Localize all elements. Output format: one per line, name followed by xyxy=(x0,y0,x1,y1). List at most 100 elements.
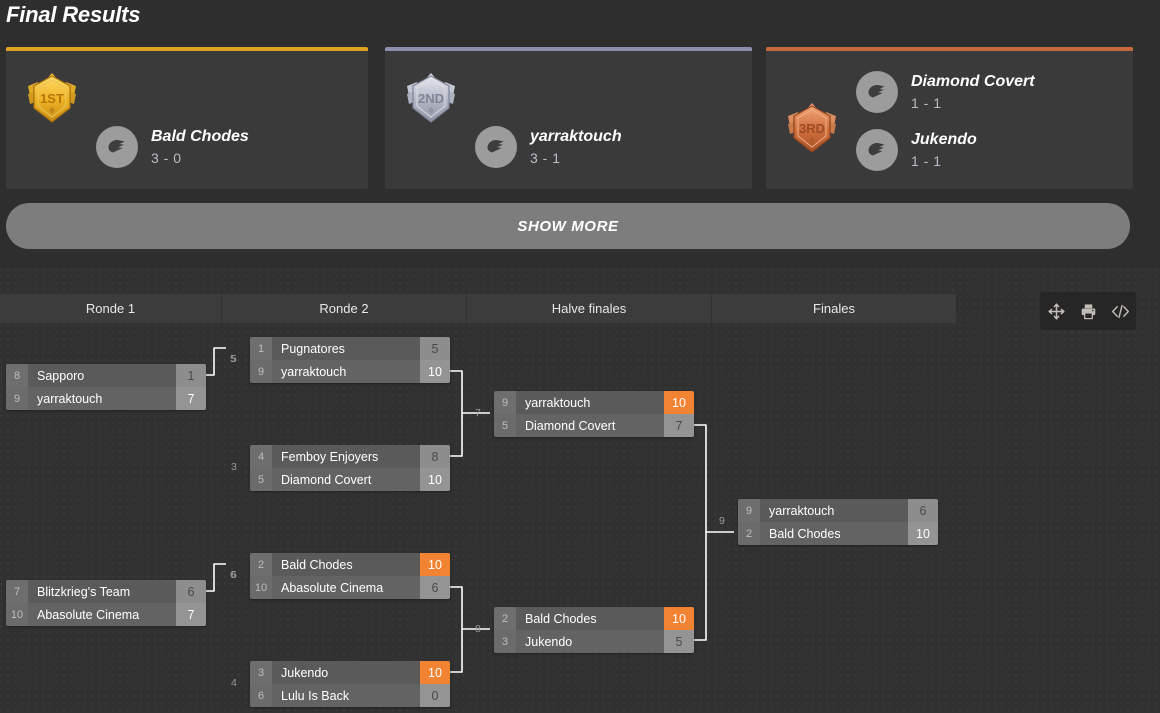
round-tab-finales[interactable]: Finales xyxy=(712,294,956,323)
team-name: Bald Chodes xyxy=(151,127,249,145)
score: 10 xyxy=(420,661,450,684)
match-number: 4 xyxy=(231,677,237,689)
score: 10 xyxy=(420,468,450,491)
move-icon[interactable] xyxy=(1044,299,1068,323)
participant-name: Jukendo xyxy=(272,661,420,684)
score: 6 xyxy=(176,580,206,603)
round-tab-ronde-2[interactable]: Ronde 2 xyxy=(222,294,467,323)
match-row[interactable]: 1 Pugnatores 5 xyxy=(250,337,450,360)
match-r2m1[interactable]: 1 Pugnatores 5 9 yarraktouch 10 xyxy=(250,337,450,383)
participant-name: yarraktouch xyxy=(272,360,420,383)
participant-name: Diamond Covert xyxy=(272,468,420,491)
bracket-section: Ronde 1 Ronde 2 Halve finales Finales xyxy=(0,268,1160,713)
seed: 5 xyxy=(250,468,272,491)
match-row[interactable]: 3 Jukendo 5 xyxy=(494,630,694,653)
participant-name: Abasolute Cinema xyxy=(272,576,420,599)
team-record: 1 - 1 xyxy=(911,152,942,169)
match-row[interactable]: 3 Jukendo 10 xyxy=(250,661,450,684)
match-number: 3 xyxy=(231,461,237,473)
match-row[interactable]: 8 Sapporo 1 xyxy=(6,364,206,387)
match-row[interactable]: 10 Abasolute Cinema 6 xyxy=(250,576,450,599)
team-logo-icon xyxy=(856,129,898,171)
seed: 10 xyxy=(6,603,28,626)
seed: 9 xyxy=(6,387,28,410)
medal-bronze-icon: 3RD xyxy=(782,100,842,160)
round-tab-ronde-1[interactable]: Ronde 1 xyxy=(0,294,222,323)
score: 7 xyxy=(176,603,206,626)
podium-card-second[interactable]: 2ND yarraktouch 3 - 1 xyxy=(385,47,752,189)
match-row[interactable]: 9 yarraktouch 6 xyxy=(738,499,938,522)
participant-name: yarraktouch xyxy=(516,391,664,414)
team-name: yarraktouch xyxy=(530,127,622,145)
match-final[interactable]: 9 yarraktouch 6 2 Bald Chodes 10 xyxy=(738,499,938,545)
match-number: 5 xyxy=(230,353,236,365)
score: 5 xyxy=(420,337,450,360)
match-row[interactable]: 2 Bald Chodes 10 xyxy=(250,553,450,576)
score: 10 xyxy=(664,391,694,414)
seed: 9 xyxy=(250,360,272,383)
seed: 2 xyxy=(250,553,272,576)
page-title: Final Results xyxy=(6,2,141,27)
seed: 1 xyxy=(250,337,272,360)
match-number: 6 xyxy=(230,569,236,581)
score: 5 xyxy=(664,630,694,653)
score: 7 xyxy=(176,387,206,410)
participant-name: Lulu Is Back xyxy=(272,684,420,707)
match-row[interactable]: 6 Lulu Is Back 0 xyxy=(250,684,450,707)
score: 10 xyxy=(420,553,450,576)
match-r2m4[interactable]: 3 Jukendo 10 6 Lulu Is Back 0 xyxy=(250,661,450,707)
seed: 8 xyxy=(6,364,28,387)
match-row[interactable]: 5 Diamond Covert 10 xyxy=(250,468,450,491)
match-row[interactable]: 2 Bald Chodes 10 xyxy=(494,607,694,630)
score: 10 xyxy=(420,360,450,383)
svg-text:1ST: 1ST xyxy=(40,91,64,106)
match-row[interactable]: 9 yarraktouch 10 xyxy=(250,360,450,383)
participant-name: Bald Chodes xyxy=(760,522,908,545)
final-results-section: Final Results xyxy=(0,0,1160,268)
svg-text:3RD: 3RD xyxy=(799,121,825,136)
match-r2m2[interactable]: 4 Femboy Enjoyers 8 5 Diamond Covert 10 xyxy=(250,445,450,491)
show-more-button[interactable]: SHOW MORE xyxy=(6,203,1130,249)
score: 8 xyxy=(420,445,450,468)
podium-card-first[interactable]: 1ST Bald Chodes 3 - 0 xyxy=(6,47,368,189)
seed: 9 xyxy=(738,499,760,522)
podium-team-row: Jukendo 1 - 1 xyxy=(856,129,977,171)
match-r1m1[interactable]: 8 Sapporo 1 9 yarraktouch 7 xyxy=(6,364,206,410)
match-sf2[interactable]: 2 Bald Chodes 10 3 Jukendo 5 xyxy=(494,607,694,653)
round-header-tabs: Ronde 1 Ronde 2 Halve finales Finales xyxy=(0,294,956,323)
match-number: 6 xyxy=(231,569,237,581)
participant-name: yarraktouch xyxy=(760,499,908,522)
match-row[interactable]: 9 yarraktouch 7 xyxy=(6,387,206,410)
team-record: 3 - 0 xyxy=(151,149,182,166)
score: 10 xyxy=(908,522,938,545)
match-r1m2[interactable]: 7 Blitzkrieg's Team 6 10 Abasolute Cinem… xyxy=(6,580,206,626)
match-row[interactable]: 2 Bald Chodes 10 xyxy=(738,522,938,545)
print-icon[interactable] xyxy=(1076,299,1100,323)
match-row[interactable]: 7 Blitzkrieg's Team 6 xyxy=(6,580,206,603)
score: 10 xyxy=(664,607,694,630)
participant-name: Diamond Covert xyxy=(516,414,664,437)
podium-card-third[interactable]: 3RD Diamond Covert 1 - 1 xyxy=(766,47,1133,189)
participant-name: Jukendo xyxy=(516,630,664,653)
team-name: Diamond Covert xyxy=(911,72,1035,90)
participant-name: Bald Chodes xyxy=(516,607,664,630)
round-tab-halve-finales[interactable]: Halve finales xyxy=(467,294,712,323)
embed-code-icon[interactable] xyxy=(1108,299,1132,323)
team-record: 3 - 1 xyxy=(530,149,561,166)
match-row[interactable]: 9 yarraktouch 10 xyxy=(494,391,694,414)
podium-team-row: Diamond Covert 1 - 1 xyxy=(856,71,1035,113)
match-row[interactable]: 4 Femboy Enjoyers 8 xyxy=(250,445,450,468)
match-row[interactable]: 10 Abasolute Cinema 7 xyxy=(6,603,206,626)
score: 0 xyxy=(420,684,450,707)
score: 1 xyxy=(176,364,206,387)
podium-cards: 1ST Bald Chodes 3 - 0 xyxy=(6,47,1154,189)
match-sf1[interactable]: 9 yarraktouch 10 5 Diamond Covert 7 xyxy=(494,391,694,437)
match-row[interactable]: 5 Diamond Covert 7 xyxy=(494,414,694,437)
seed: 3 xyxy=(250,661,272,684)
participant-name: Sapporo xyxy=(28,364,176,387)
bracket-toolbar xyxy=(1040,292,1136,330)
participant-name: yarraktouch xyxy=(28,387,176,410)
match-r2m3[interactable]: 2 Bald Chodes 10 10 Abasolute Cinema 6 xyxy=(250,553,450,599)
podium-team-row: yarraktouch 3 - 1 xyxy=(475,126,622,168)
